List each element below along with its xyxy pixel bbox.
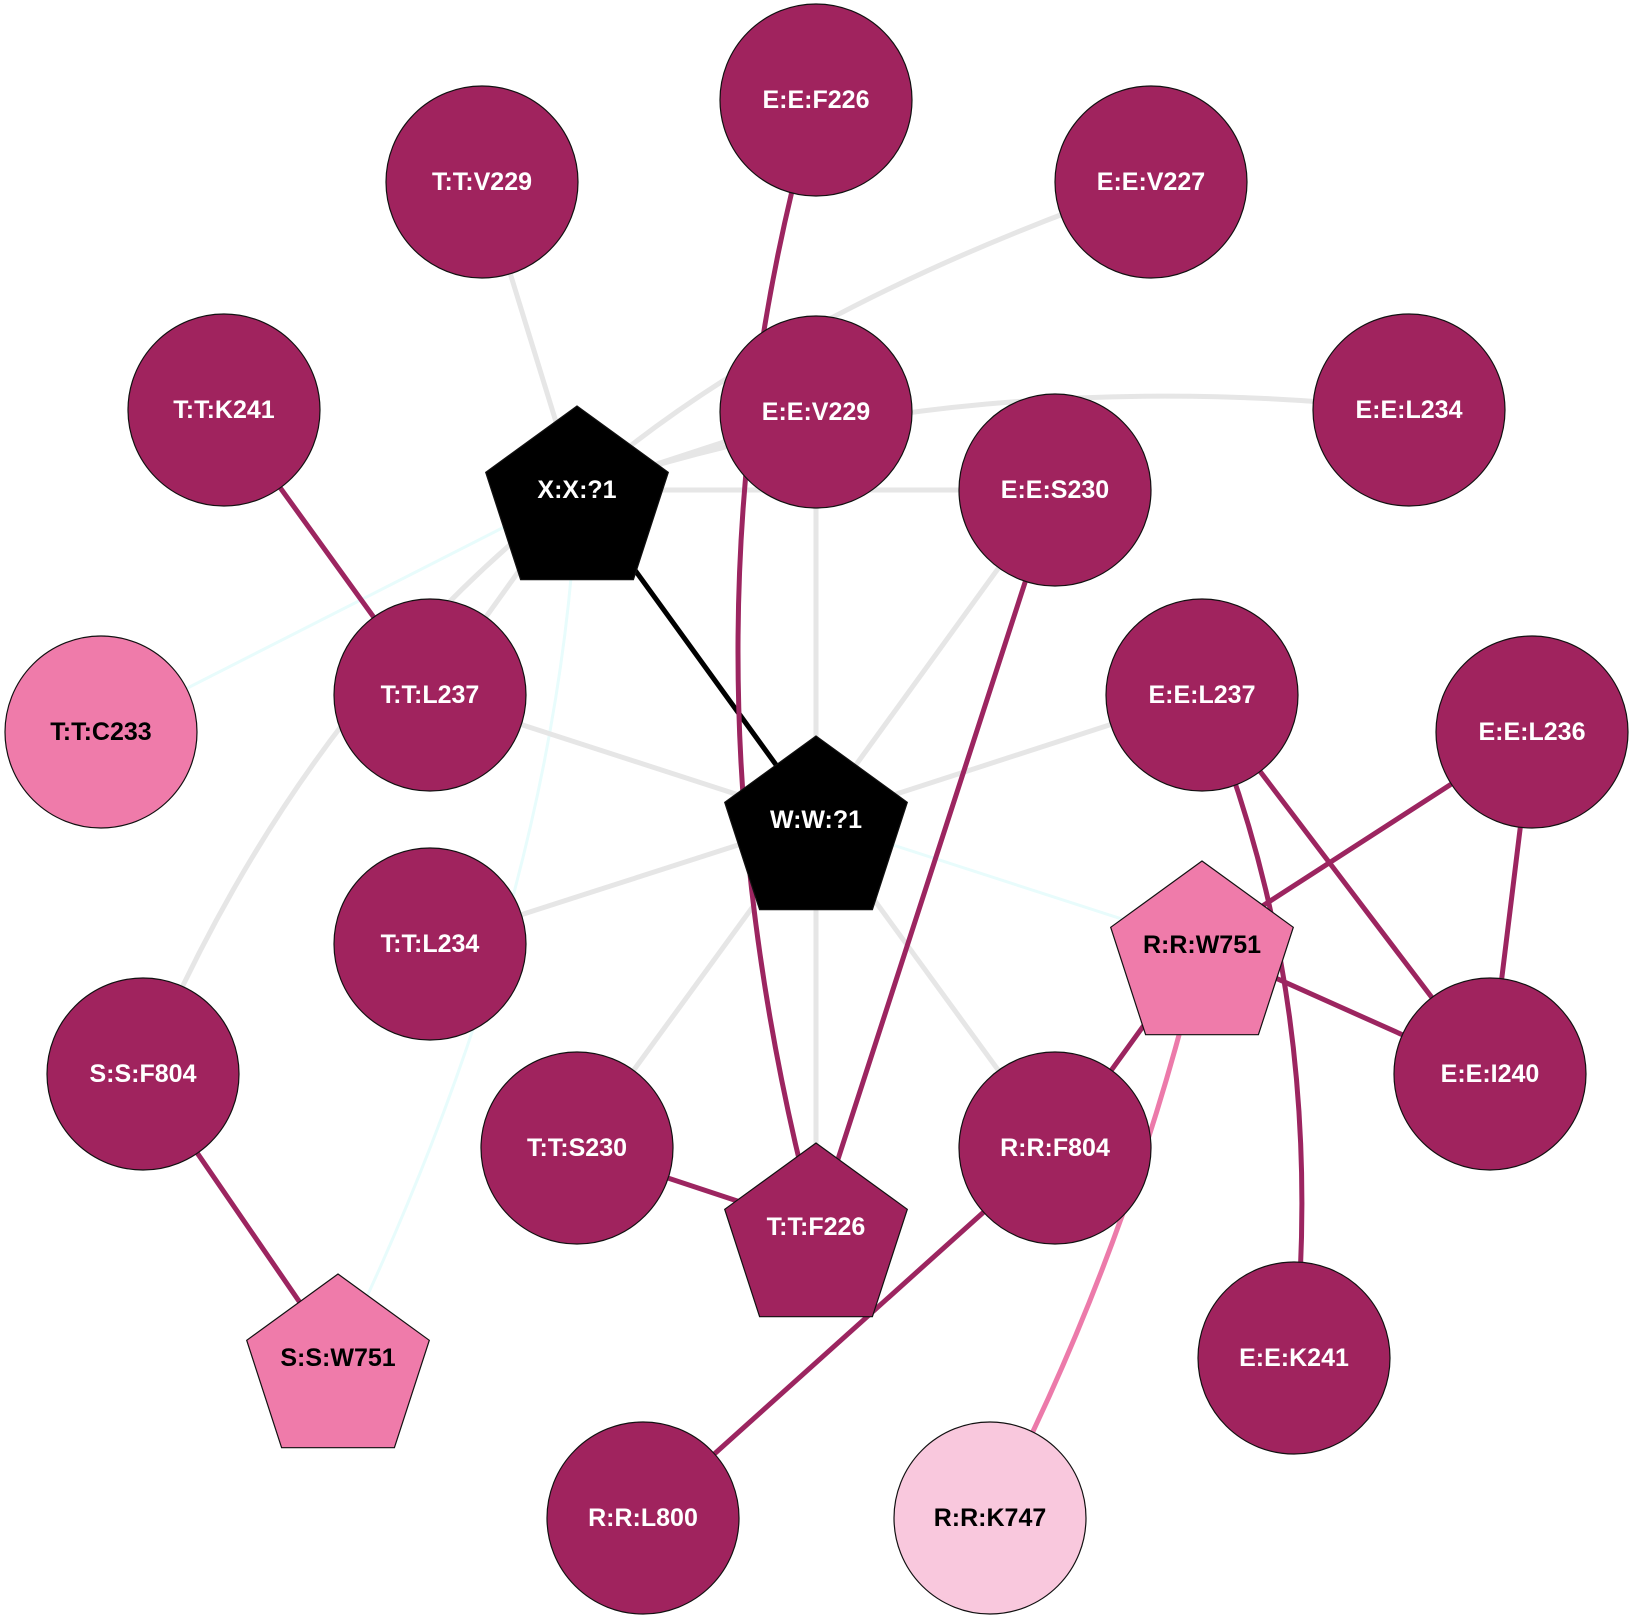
node-s-s-w751[interactable]: S:S:W751 <box>245 1273 431 1449</box>
node-t-t-c233[interactable]: T:T:C233 <box>4 635 198 829</box>
node-e-e-l237[interactable]: E:E:L237 <box>1105 598 1299 792</box>
node-shape-e-e-l236 <box>1435 635 1629 829</box>
node-e-e-l236[interactable]: E:E:L236 <box>1435 635 1629 829</box>
node-r-r-l800[interactable]: R:R:L800 <box>546 1421 740 1615</box>
node-shape-e-e-f226 <box>719 3 913 197</box>
node-e-e-f226[interactable]: E:E:F226 <box>719 3 913 197</box>
node-r-r-k747[interactable]: R:R:K747 <box>893 1421 1087 1615</box>
node-shape-t-t-l237 <box>333 598 527 792</box>
node-e-e-l234[interactable]: E:E:L234 <box>1312 313 1506 507</box>
node-r-r-f804[interactable]: R:R:F804 <box>958 1051 1152 1245</box>
node-t-t-v229[interactable]: T:T:V229 <box>385 85 579 279</box>
node-shape-t-t-s230 <box>480 1051 674 1245</box>
node-e-e-v229[interactable]: E:E:V229 <box>719 315 913 509</box>
node-e-e-k241[interactable]: E:E:K241 <box>1197 1261 1391 1455</box>
node-t-t-s230[interactable]: T:T:S230 <box>480 1051 674 1245</box>
node-shape-e-e-s230 <box>958 393 1152 587</box>
edge-e-e-s230-to-t-t-f226 <box>813 487 1058 1230</box>
edge-e-e-f226-to-t-t-f226 <box>735 97 819 1230</box>
node-shape-r-r-w751 <box>1109 860 1295 1036</box>
node-t-t-f226[interactable]: T:T:F226 <box>723 1142 909 1318</box>
node-e-e-i240[interactable]: E:E:I240 <box>1393 977 1587 1171</box>
node-layer: X:X:?1W:W:?1 E:E:F226 T:T:V229 E:E:V227T:T:… <box>4 3 1629 1615</box>
node-w-w-1[interactable]: W:W:?1 <box>723 735 909 911</box>
node-shape-e-e-k241 <box>1197 1261 1391 1455</box>
node-shape-e-e-v229 <box>719 315 913 509</box>
node-e-e-s230[interactable]: E:E:S230 <box>958 393 1152 587</box>
node-shape-s-s-f804 <box>46 977 240 1171</box>
node-shape-e-e-l237 <box>1105 598 1299 792</box>
node-shape-t-t-k241 <box>127 313 321 507</box>
node-t-t-k241[interactable]: T:T:K241 <box>127 313 321 507</box>
edge-x-x-1-to-s-s-f804 <box>140 487 580 1077</box>
node-shape-e-e-v227 <box>1054 85 1248 279</box>
node-x-x-1[interactable]: X:X:?1 <box>484 405 670 581</box>
node-shape-t-t-c233 <box>4 635 198 829</box>
edge-x-x-1-to-e-e-l234 <box>574 393 1412 493</box>
node-shape-s-s-w751 <box>245 1273 431 1449</box>
node-s-s-f804[interactable]: S:S:F804 <box>46 977 240 1171</box>
node-shape-t-t-l234 <box>333 847 527 1041</box>
node-shape-t-t-f226 <box>723 1142 909 1318</box>
node-shape-e-e-i240 <box>1393 977 1587 1171</box>
node-shape-t-t-v229 <box>385 85 579 279</box>
node-shape-r-r-f804 <box>958 1051 1152 1245</box>
node-shape-r-r-k747 <box>893 1421 1087 1615</box>
node-shape-x-x-1 <box>484 405 670 581</box>
node-shape-r-r-l800 <box>546 1421 740 1615</box>
node-e-e-v227[interactable]: E:E:V227 <box>1054 85 1248 279</box>
node-shape-w-w-1 <box>723 735 909 911</box>
node-t-t-l234[interactable]: T:T:L234 <box>333 847 527 1041</box>
node-shape-e-e-l234 <box>1312 313 1506 507</box>
node-t-t-l237[interactable]: T:T:L237 <box>333 598 527 792</box>
